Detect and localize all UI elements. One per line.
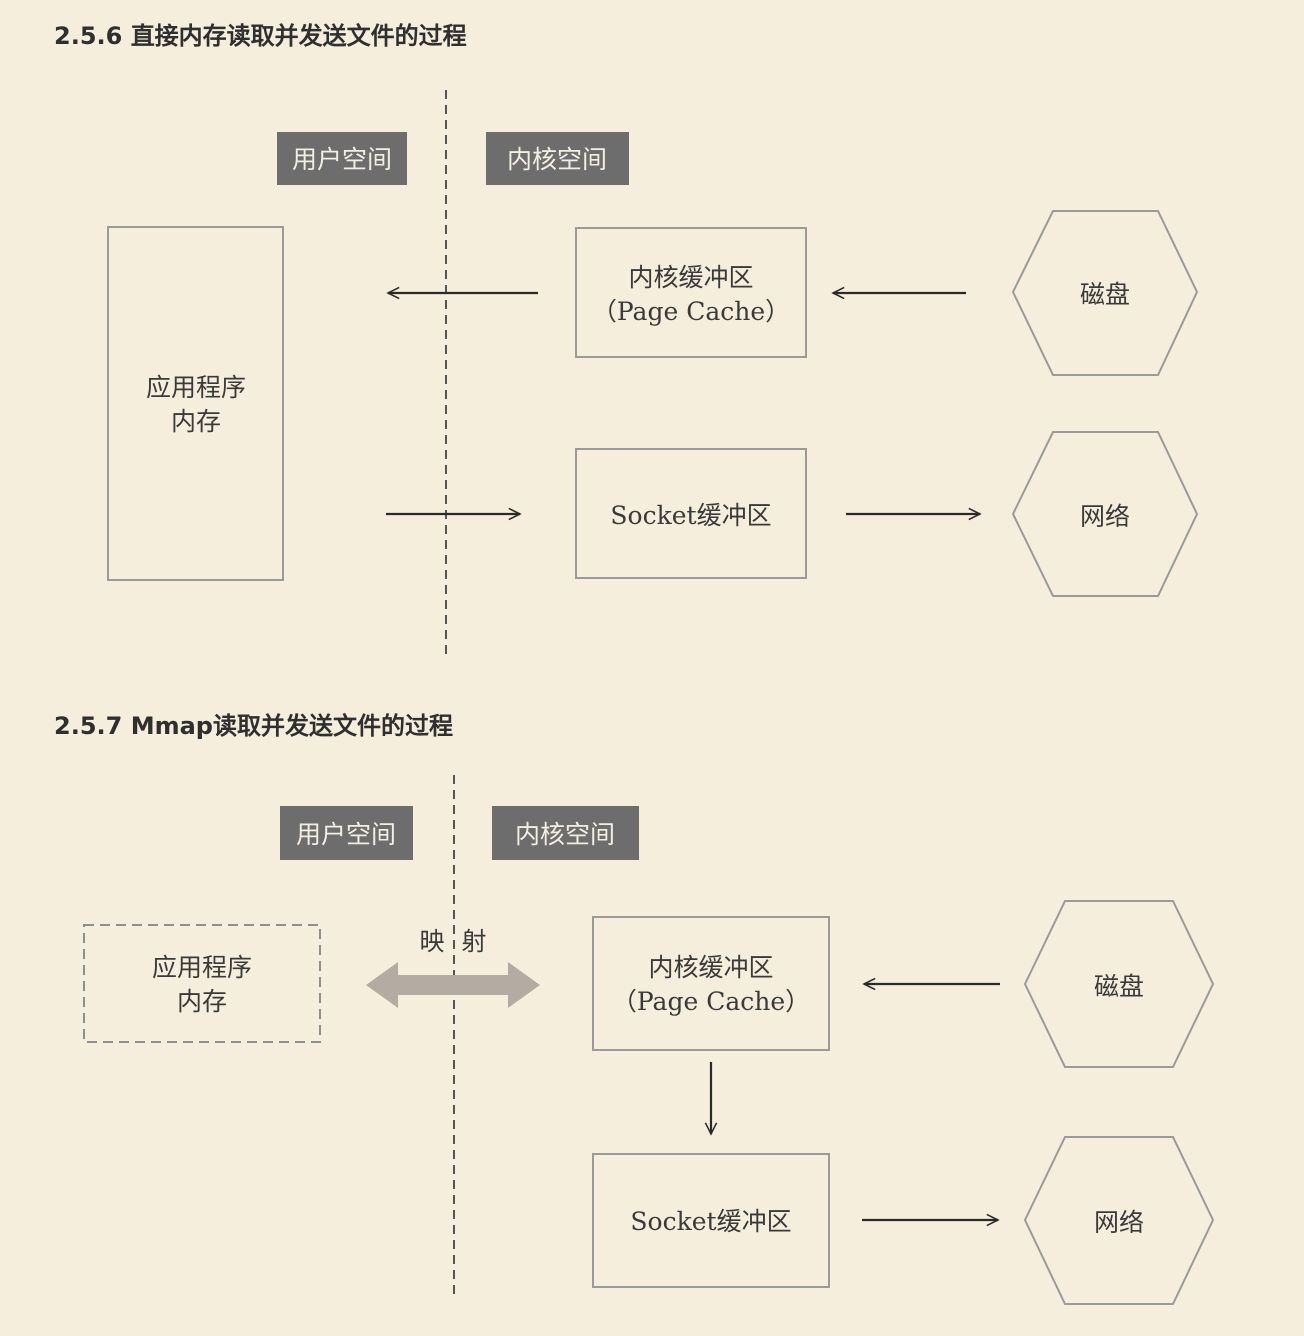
socket-buffer-box: Socket缓冲区 bbox=[575, 448, 807, 579]
user-space-label: 用户空间 bbox=[292, 145, 392, 174]
app-memory-label-line2: 内存 bbox=[177, 987, 227, 1016]
app-memory-dashed-box: 应用程序 内存 bbox=[83, 924, 321, 1043]
kernel-space-tag: 内核空间 bbox=[492, 806, 639, 860]
app-memory-label-line2: 内存 bbox=[171, 407, 221, 436]
disk-hexagon: 磁盘 bbox=[1023, 900, 1215, 1068]
diagram-direct-memory: 用户空间 内核空间 应用程序 内存 内核缓冲区 （Page Cache） Soc… bbox=[107, 90, 1199, 655]
kernel-buffer-label-line2: （Page Cache） bbox=[612, 987, 810, 1016]
mapping-double-arrow bbox=[366, 962, 540, 1008]
socket-buffer-label: Socket缓冲区 bbox=[630, 1207, 791, 1236]
kernel-space-label: 内核空间 bbox=[507, 145, 607, 174]
user-space-label: 用户空间 bbox=[296, 820, 396, 849]
section-title-mmap: 2.5.7 Mmap读取并发送文件的过程 bbox=[54, 712, 453, 740]
socket-buffer-label: Socket缓冲区 bbox=[610, 501, 771, 530]
kernel-buffer-label-line1: 内核缓冲区 bbox=[628, 263, 753, 292]
diagram-mmap: 用户空间 内核空间 应用程序 内存 映 射 内核缓冲区 （Page Cache）… bbox=[83, 775, 1215, 1305]
kernel-buffer-box: 内核缓冲区 （Page Cache） bbox=[575, 227, 807, 358]
socket-buffer-box: Socket缓冲区 bbox=[592, 1153, 830, 1288]
network-hexagon: 网络 bbox=[1023, 1136, 1215, 1305]
section-title-direct-memory: 2.5.6 直接内存读取并发送文件的过程 bbox=[54, 22, 467, 50]
kernel-buffer-box: 内核缓冲区 （Page Cache） bbox=[592, 916, 830, 1051]
user-space-tag: 用户空间 bbox=[280, 806, 413, 860]
kernel-buffer-label-line1: 内核缓冲区 bbox=[648, 953, 773, 982]
disk-hexagon: 磁盘 bbox=[1011, 210, 1199, 376]
mapping-label-left: 映 bbox=[419, 927, 444, 956]
network-label: 网络 bbox=[1094, 1208, 1144, 1237]
disk-label: 磁盘 bbox=[1094, 972, 1144, 1001]
network-label: 网络 bbox=[1080, 502, 1130, 531]
kernel-buffer-label-line2: （Page Cache） bbox=[592, 297, 790, 326]
kernel-space-label: 内核空间 bbox=[515, 820, 615, 849]
kernel-space-tag: 内核空间 bbox=[486, 132, 629, 185]
app-memory-label-line1: 应用程序 bbox=[152, 953, 252, 982]
network-hexagon: 网络 bbox=[1011, 431, 1199, 597]
user-space-tag: 用户空间 bbox=[277, 132, 407, 185]
app-memory-box: 应用程序 内存 bbox=[107, 226, 284, 581]
app-memory-label-line1: 应用程序 bbox=[146, 373, 246, 402]
mapping-label-right: 射 bbox=[461, 927, 486, 956]
disk-label: 磁盘 bbox=[1080, 280, 1130, 309]
